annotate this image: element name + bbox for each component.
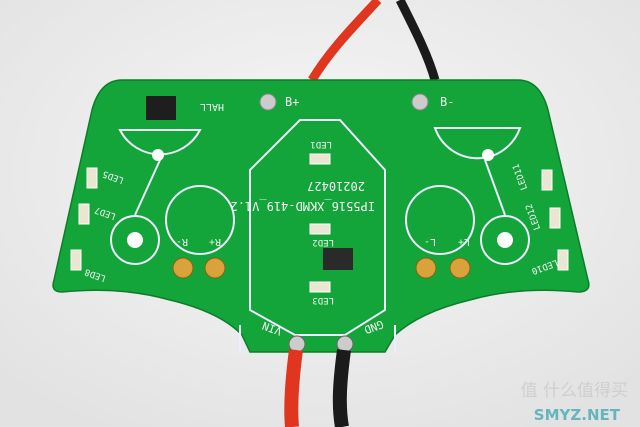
label-b-minus: B- <box>440 95 454 109</box>
label-l-plus: L+ <box>458 236 470 247</box>
date-code: 20210427 <box>307 179 365 193</box>
ic-chip <box>323 248 353 270</box>
label-led1: LED1 <box>310 139 332 149</box>
mounting-holes <box>127 93 513 353</box>
pogo-pins <box>172 257 471 279</box>
led-components <box>70 153 569 293</box>
model-number: IP5516_XKMD-419_V1.2 <box>231 199 376 213</box>
hall-sensor-chip <box>146 96 176 120</box>
red-wire-top <box>308 0 382 83</box>
black-wire-top <box>395 0 440 82</box>
black-wire-bottom <box>332 349 351 427</box>
label-vin: VIN <box>261 319 284 338</box>
label-gnd: GND <box>362 317 385 336</box>
red-wire-bottom <box>284 349 303 427</box>
label-r-plus: R+ <box>209 236 221 247</box>
label-led3: LED3 <box>312 295 334 305</box>
label-led2: LED2 <box>312 237 334 247</box>
watermark: 值 什么值得买 <box>520 381 628 401</box>
pcb-board <box>52 79 590 353</box>
label-r-minus: R- <box>176 236 188 247</box>
label-hall: HALL <box>200 101 224 112</box>
watermark-overlay: SMYZ.NET <box>533 406 620 424</box>
label-l-minus: L- <box>424 236 436 247</box>
label-b-plus: B+ <box>285 95 299 109</box>
